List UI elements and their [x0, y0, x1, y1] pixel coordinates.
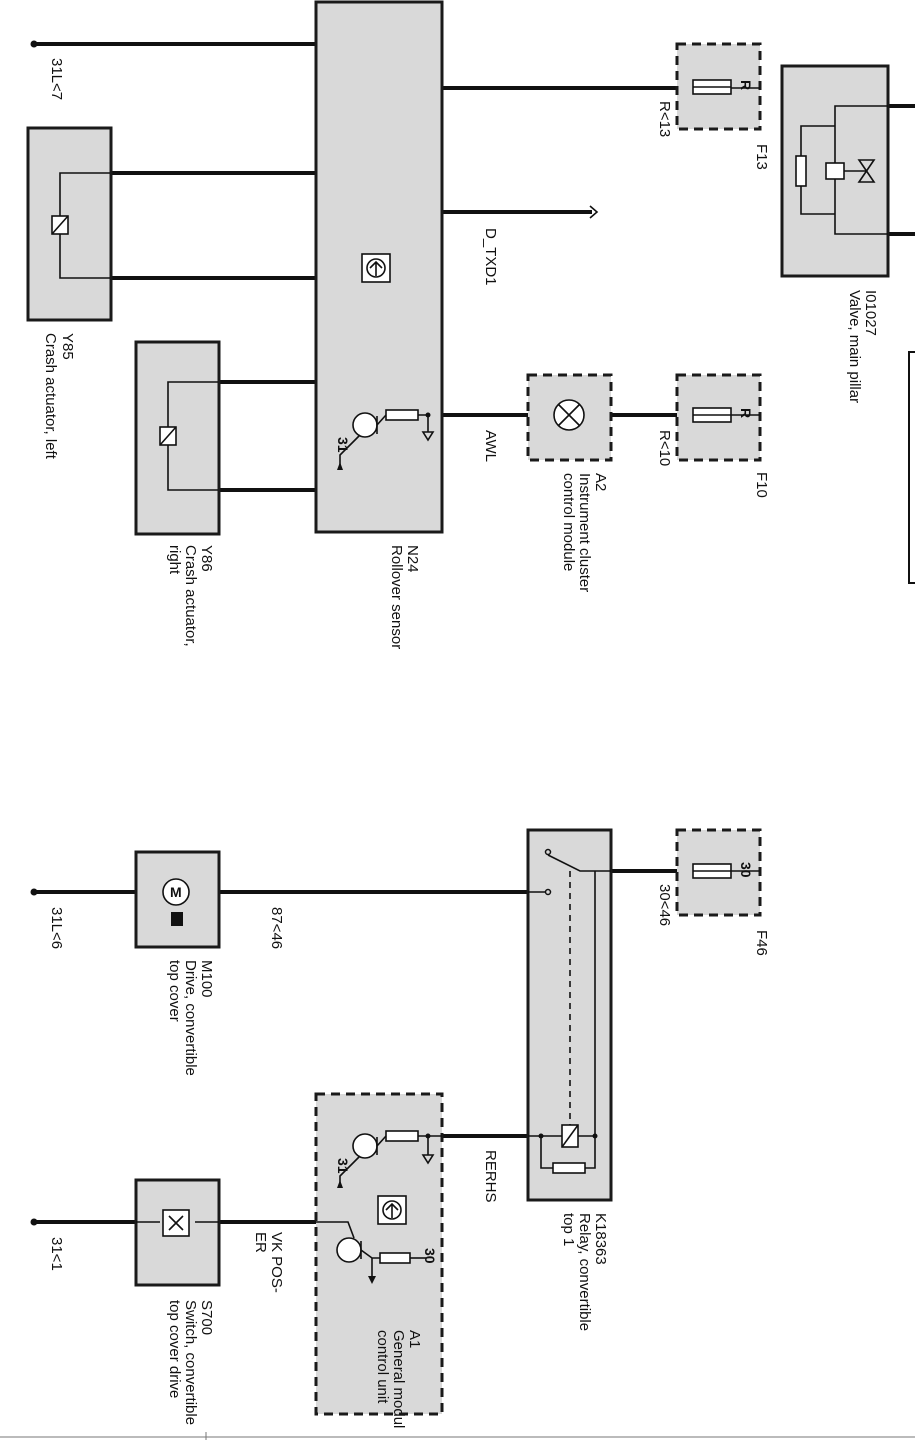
legend-box	[908, 351, 915, 584]
a2-name-line1: Instrument cluster	[576, 473, 593, 592]
wire-label-rerhs: RERHS	[482, 1150, 499, 1203]
ground-terminal	[30, 1218, 38, 1226]
s700-name-line2: top cover drive	[166, 1300, 183, 1398]
f46-code: F46	[753, 930, 770, 956]
n24-name: Rollover sensor	[388, 545, 405, 649]
wire-label-31-1: 31<1	[48, 1237, 65, 1271]
wire-label-vkposer-line1: VK POS-	[268, 1232, 285, 1293]
m100-name-line2: top cover	[166, 960, 183, 1022]
ground-terminal	[30, 40, 38, 48]
relay-switch-contact	[528, 854, 611, 1138]
k18363-code: K18363	[592, 1213, 609, 1265]
m100-code: M100	[198, 960, 215, 998]
a1-name-line1: General modul	[390, 1330, 407, 1428]
y85-box	[26, 126, 113, 322]
y86-name-line1: Crash actuator,	[182, 545, 199, 647]
wire-label-r13: R<13	[656, 101, 673, 137]
y86-code: Y86	[198, 545, 215, 572]
y86-box	[134, 340, 221, 536]
a2-code: A2	[592, 473, 609, 491]
svg-text:M: M	[170, 884, 182, 900]
m100-name-line1: Drive, convertible	[182, 960, 199, 1076]
resistor-icon	[385, 409, 419, 421]
k18363-name-line1: Relay, convertible	[576, 1213, 593, 1331]
i01027-code: I01027	[862, 290, 879, 336]
f13-code: F13	[753, 144, 770, 170]
pin-31-a1: 31	[335, 1158, 351, 1174]
ground-terminal	[30, 888, 38, 896]
wire-label-r10: R<10	[656, 430, 673, 466]
n24-code: N24	[404, 545, 421, 573]
resistor-icon	[795, 155, 807, 187]
a1-code: A1	[406, 1330, 423, 1348]
y85-name: Crash actuator, left	[42, 333, 59, 460]
solenoid-icon	[825, 162, 845, 180]
transistor-icon	[336, 1237, 362, 1263]
y86-name-line2: right	[166, 545, 183, 575]
wire-label-vkposer-line2: ER	[252, 1232, 269, 1253]
i01027-name: Valve, main pillar	[846, 290, 863, 403]
wire-label-87-46: 87<46	[268, 907, 285, 949]
a2-name-line2: control module	[560, 473, 577, 571]
y85-code: Y85	[59, 333, 76, 360]
motor-icon	[162, 878, 190, 906]
wire-label-31l6: 31L<6	[48, 907, 65, 949]
motor-brake-icon	[171, 912, 183, 926]
f10-box	[675, 373, 762, 462]
transistor-icon	[352, 1133, 378, 1159]
wire-label-30-46: 30<46	[656, 884, 673, 926]
pin-30-a1: 30	[422, 1248, 438, 1264]
s700-name-line1: Switch, convertible	[182, 1300, 199, 1425]
f10-pin: R	[738, 408, 754, 418]
resistor-icon	[379, 1252, 411, 1264]
wire-label-awl: AWL	[482, 430, 499, 462]
connector-arrow	[589, 205, 599, 219]
f10-code: F10	[753, 472, 770, 498]
transistor-icon	[352, 412, 378, 438]
resistor-icon	[385, 1130, 419, 1142]
a1-name-line2: control unit	[374, 1330, 391, 1404]
pin-31-n24: 31	[335, 437, 351, 453]
s700-code: S700	[198, 1300, 215, 1335]
resistor-icon	[552, 1162, 586, 1174]
k18363-name-line2: top 1	[560, 1213, 577, 1246]
wire-label-31l7: 31L<7	[48, 58, 65, 100]
valve-icon	[857, 159, 876, 183]
f46-pin: 30	[738, 862, 754, 878]
f13-pin: R	[738, 80, 754, 90]
wire-label-dtxd1: D_TXD1	[482, 228, 499, 286]
